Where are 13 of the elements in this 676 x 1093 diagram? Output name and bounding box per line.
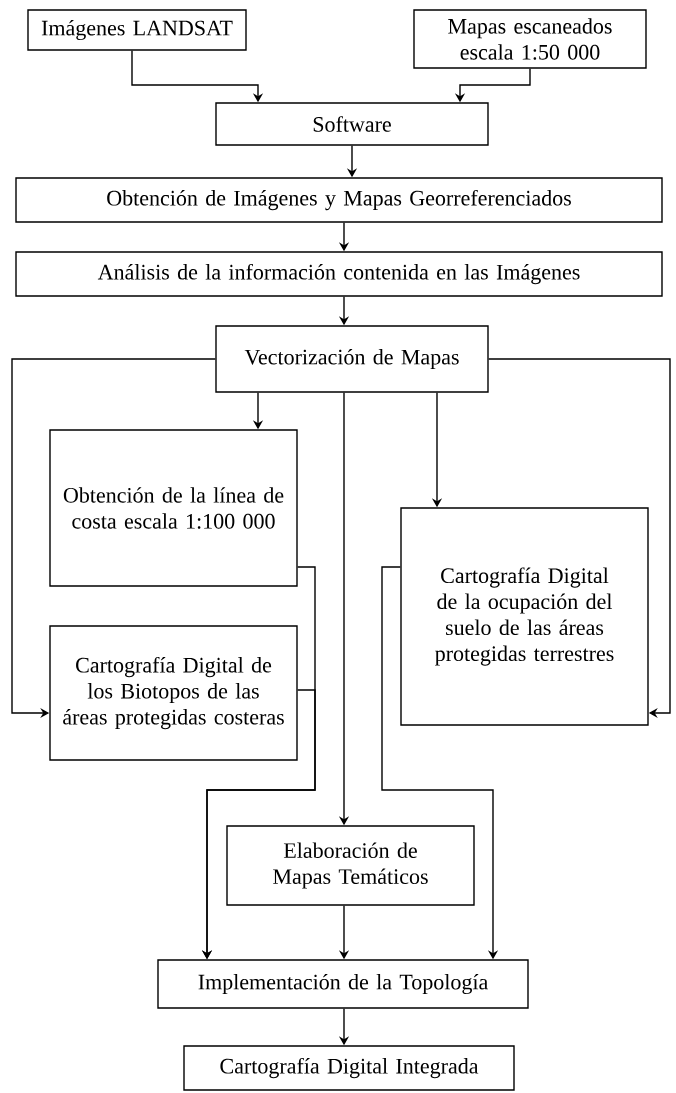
process-box: Obtención de la línea de costa escala 1:100 000 <box>49 429 298 587</box>
process-box: Elaboración de Mapas Temáticos <box>226 825 475 906</box>
process-box: Vectorización de Mapas <box>215 325 489 393</box>
process-box: Cartografía Digital de la ocupación del suelo de las áreas protegidas terrestres <box>400 507 649 726</box>
process-box: Software <box>215 102 489 146</box>
process-box: Implementación de la Topología <box>157 959 529 1009</box>
process-box: Obtención de Imágenes y Mapas Georreferenciados <box>15 177 663 223</box>
process-box: Imágenes LANDSAT <box>27 9 247 51</box>
process-box: Mapas escaneados escala 1:50 000 <box>413 9 647 69</box>
process-box: Cartografía Digital de los Biotopos de las áreas protegidas costeras <box>49 625 298 761</box>
process-box: Cartografía Digital Integrada <box>183 1045 515 1091</box>
process-box: Análisis de la información contenida en las Imágenes <box>15 251 663 297</box>
arrow <box>488 358 671 719</box>
